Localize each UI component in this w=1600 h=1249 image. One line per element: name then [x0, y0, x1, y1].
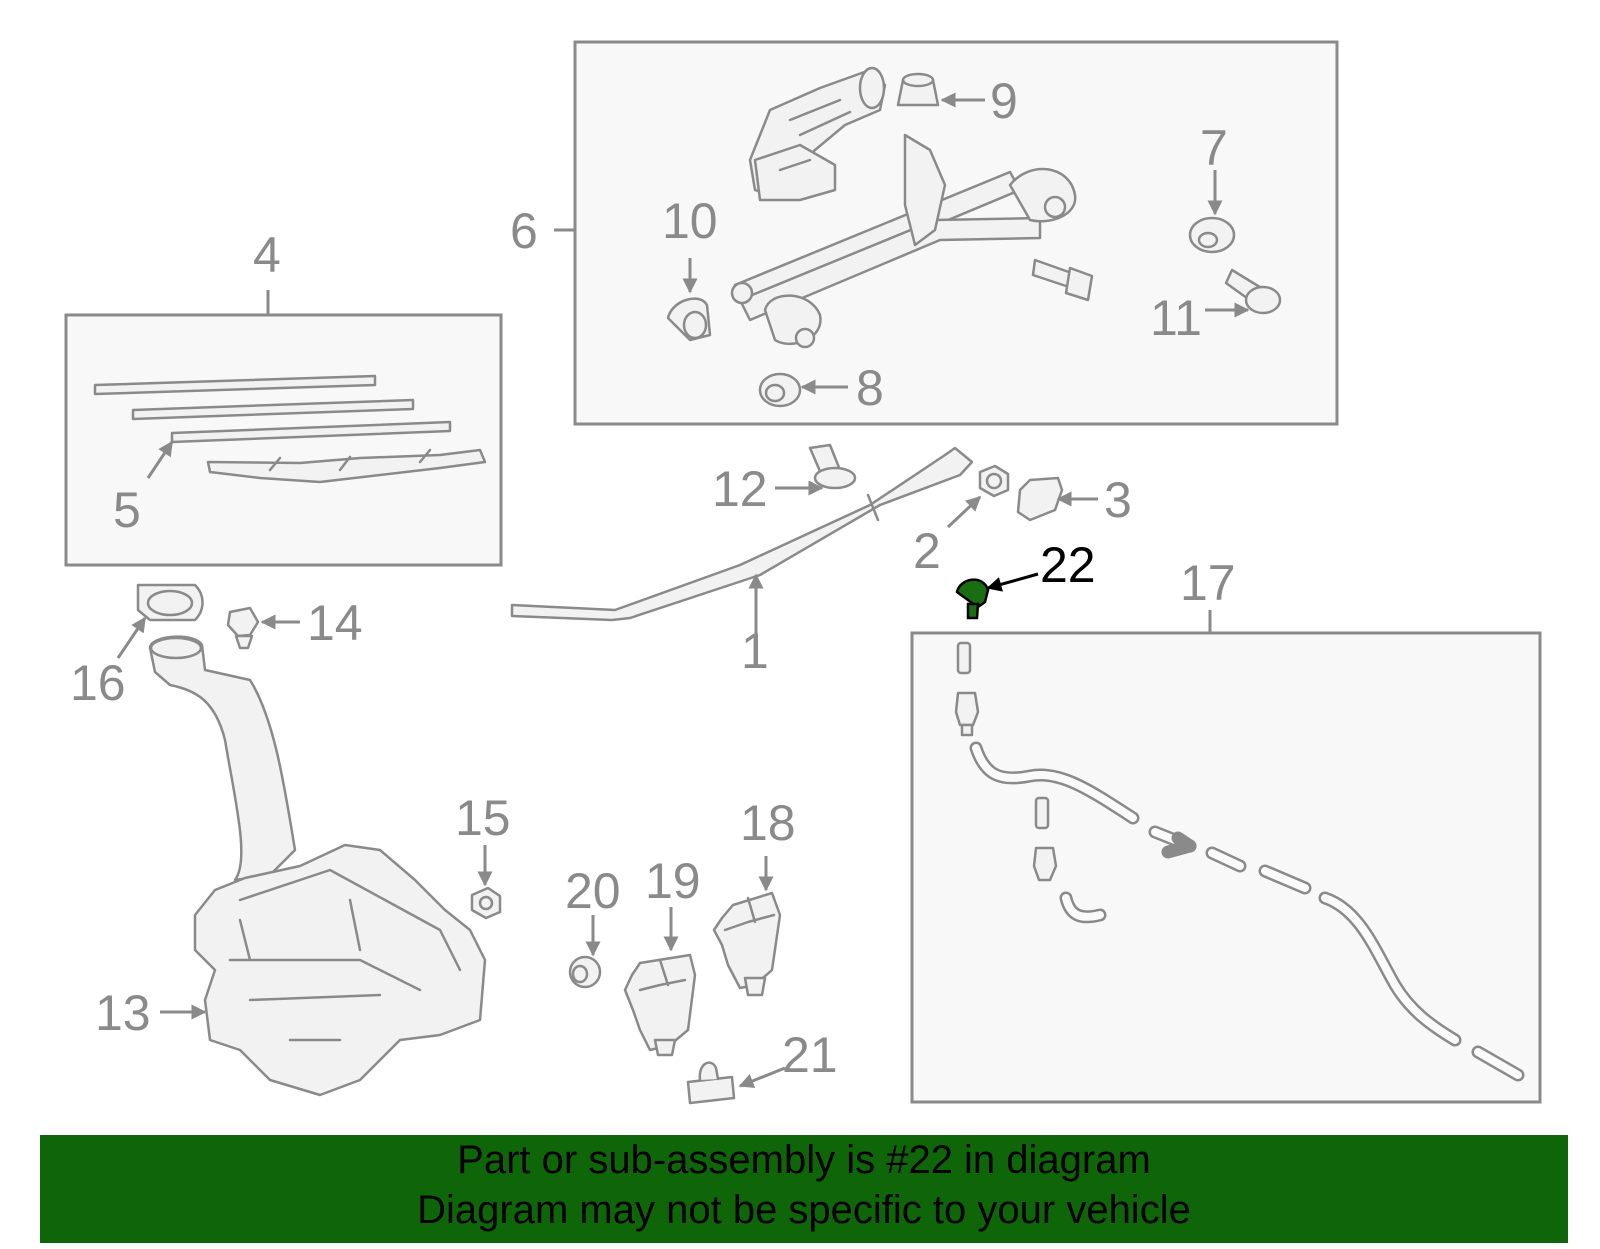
part-18-washer-pump — [712, 891, 782, 997]
wiper-motor — [748, 66, 887, 202]
part-11-bolt — [1224, 268, 1282, 315]
callout-10: 10 — [662, 193, 718, 249]
leader-5 — [146, 440, 174, 479]
callout-1: 1 — [741, 623, 769, 679]
hose-joint-lower — [1032, 796, 1058, 882]
part-1-wiper-arm — [510, 446, 974, 622]
callout-11: 11 — [1150, 290, 1202, 346]
banner-line-1: Part or sub-assembly is #22 in diagram — [457, 1138, 1151, 1182]
blade-refill-3 — [170, 420, 452, 444]
callout-20: 20 — [565, 863, 621, 919]
callout-14: 14 — [307, 595, 363, 651]
part-12-bolt — [808, 443, 857, 490]
callout-6: 6 — [510, 203, 538, 259]
part-22-washer-nozzle — [955, 578, 990, 620]
wiper-blade-group: 4 5 — [64, 227, 503, 567]
blade-refill-1 — [93, 374, 377, 396]
part-2-nut — [978, 464, 1010, 498]
part-20-grommet — [568, 955, 602, 989]
callout-9: 9 — [990, 73, 1018, 129]
callout-4: 4 — [253, 227, 281, 283]
hose-joint-upper — [954, 641, 980, 737]
callout-13: 13 — [95, 985, 151, 1041]
info-banner: Part or sub-assembly is #22 in diagram D… — [40, 1135, 1568, 1243]
callout-2: 2 — [913, 523, 941, 579]
callout-16: 16 — [70, 655, 126, 711]
wiper-blade-box — [64, 313, 503, 567]
part-19-washer-pump — [623, 953, 697, 1057]
callout-21: 21 — [782, 1027, 838, 1083]
part-8-grommet — [758, 372, 802, 408]
part-13-reservoir — [148, 635, 487, 1097]
washer-reservoir-group: 16 14 13 15 — [70, 583, 511, 1097]
part-15-nut — [470, 886, 502, 920]
part-14-clip — [226, 606, 260, 650]
washer-hose-group: 17 — [910, 555, 1542, 1104]
blade-refill-2 — [131, 398, 415, 421]
hose-tee — [1161, 831, 1197, 859]
part-16-seal — [136, 583, 204, 622]
leader-22 — [986, 572, 1039, 592]
banner-line-2: Diagram may not be specific to your vehi… — [417, 1188, 1191, 1232]
part-3-cap — [1016, 476, 1064, 522]
callout-7: 7 — [1200, 120, 1228, 176]
part-7-grommet — [1188, 216, 1236, 254]
callout-15: 15 — [455, 790, 511, 846]
callout-18: 18 — [740, 795, 796, 851]
callout-8: 8 — [856, 360, 884, 416]
part-9-grommet — [896, 72, 940, 107]
callout-22: 22 — [1040, 537, 1096, 593]
leader-2 — [946, 495, 982, 529]
part-21-hose-clip — [686, 1061, 736, 1105]
callout-5: 5 — [113, 482, 141, 538]
pump-group: 20 19 18 21 — [565, 795, 838, 1105]
callout-19: 19 — [645, 853, 701, 909]
callout-12: 12 — [712, 461, 768, 517]
linkage-bolt — [1031, 258, 1094, 302]
leader-16 — [116, 616, 147, 659]
wiper-arm-group: 1 2 3 12 — [510, 443, 1132, 679]
motor-linkage-group: 6 9 10 — [510, 40, 1339, 426]
part-10-grommet — [666, 297, 712, 342]
callout-17: 17 — [1180, 555, 1236, 611]
leader-21 — [738, 1066, 786, 1088]
callout-3: 3 — [1104, 472, 1132, 528]
wiper-linkage — [730, 133, 1077, 349]
